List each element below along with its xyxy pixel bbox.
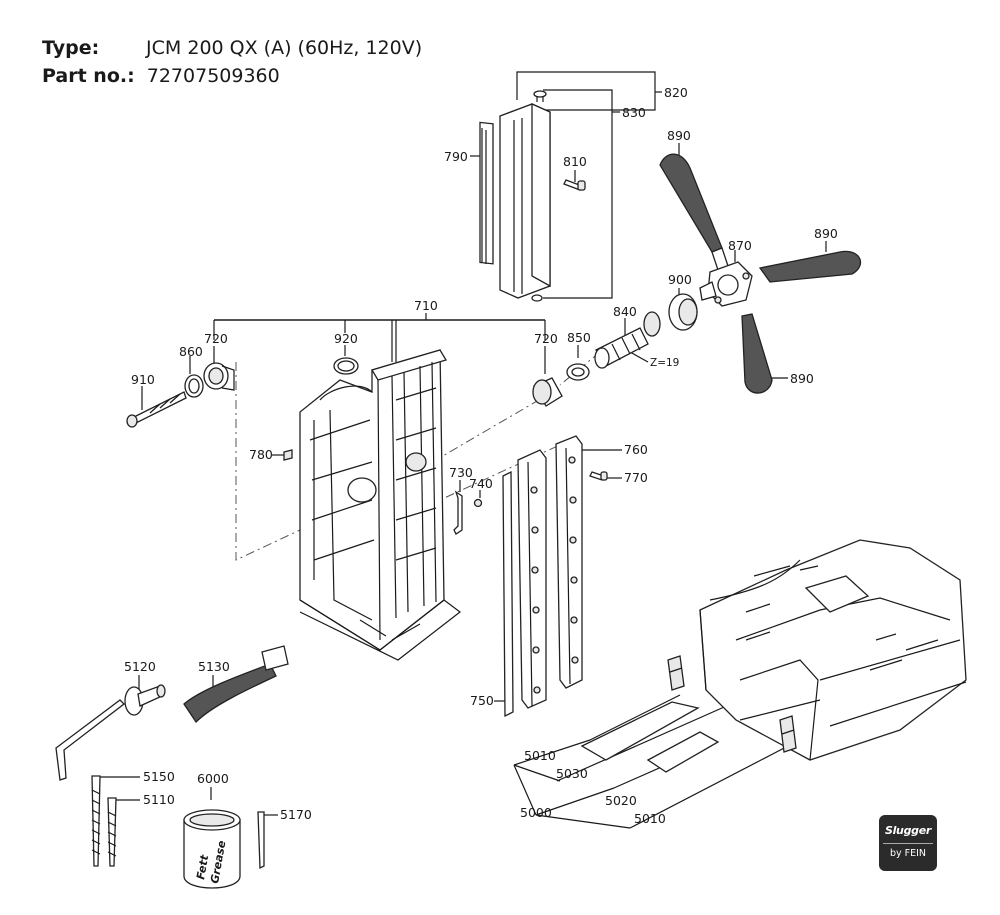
callout-890-top: 890: [667, 128, 691, 143]
type-label: Type:: [42, 37, 100, 59]
latch-5010-upper: [667, 655, 685, 691]
callout-830: 830: [622, 105, 646, 120]
brand-divider: [883, 843, 933, 844]
rail-750: [517, 449, 547, 709]
callout-760: 760: [624, 442, 648, 457]
callout-5110: 5110: [143, 792, 175, 807]
foam-pad-5020: [646, 731, 720, 773]
slugger-fein-logo: Slugger by FEIN: [879, 815, 937, 871]
leader-lines: [97, 71, 827, 829]
screw-780: [283, 449, 293, 461]
screw-740: [473, 498, 483, 508]
brand-by: by FEIN: [889, 848, 927, 859]
rack-part: [479, 121, 494, 265]
callout-890-right: 890: [814, 226, 838, 241]
callout-720-right: 720: [534, 331, 558, 346]
callout-710: 710: [414, 298, 438, 313]
strap-5130: [183, 645, 289, 724]
ejector-pin-5120: [55, 684, 166, 781]
callout-770: 770: [624, 470, 648, 485]
shaft-assembly: [532, 311, 661, 407]
callout-850: 850: [567, 330, 591, 345]
callout-5130: 5130: [198, 659, 230, 674]
type-row: Type: JCM 200 QX (A) (60Hz, 120V): [42, 36, 422, 60]
drill-bit-5150: [91, 775, 101, 867]
callout-labels: 820 830 810 790 890 890 890 870 900 840 …: [124, 85, 838, 826]
capstan-handles: [659, 153, 862, 394]
callout-6000: 6000: [197, 771, 229, 786]
bolt-910: [126, 391, 187, 428]
bushing-720-left: [203, 362, 235, 391]
grease-can-6000: [183, 809, 241, 889]
latch-5010-lower: [779, 715, 797, 753]
callout-910: 910: [131, 372, 155, 387]
type-value: JCM 200 QX (A) (60Hz, 120V): [146, 37, 423, 59]
callout-840: 840: [613, 304, 637, 319]
callout-790: 790: [444, 149, 468, 164]
callout-730: 730: [449, 465, 473, 480]
callout-860: 860: [179, 344, 203, 359]
callout-5000: 5000: [520, 805, 552, 820]
callout-750: 750: [470, 693, 494, 708]
drill-bit-5110: [107, 797, 117, 867]
screw-810: [563, 179, 586, 191]
callout-5150: 5150: [143, 769, 175, 784]
callout-5020: 5020: [605, 793, 637, 808]
guide-strip-750: [502, 470, 514, 718]
pin-5170: [257, 811, 265, 870]
part-number-value: 72707509360: [146, 65, 280, 87]
callout-810: 810: [563, 154, 587, 169]
callout-5010-right: 5010: [634, 811, 666, 826]
callout-920: 920: [334, 331, 358, 346]
screw-770: [589, 471, 608, 481]
carrying-case: [699, 539, 967, 761]
foam-pad-5030: [580, 701, 700, 761]
callout-5010-left: 5010: [524, 748, 556, 763]
callout-5120: 5120: [124, 659, 156, 674]
callout-5170: 5170: [280, 807, 312, 822]
brand-name: Slugger: [884, 824, 932, 837]
callout-z19: Z=19: [650, 357, 679, 369]
callout-780: 780: [249, 447, 273, 462]
washer-860: [184, 374, 204, 398]
callout-890-bottom: 890: [790, 371, 814, 386]
callout-870: 870: [728, 238, 752, 253]
spring-730: [453, 490, 463, 535]
o-ring-920-inner: [337, 360, 355, 372]
callout-720-left: 720: [204, 331, 228, 346]
callout-740: 740: [469, 476, 493, 491]
callout-5030: 5030: [556, 766, 588, 781]
slide-part: [499, 90, 551, 302]
stand-frame: [299, 349, 461, 661]
callout-820: 820: [664, 85, 688, 100]
can-text-fett: Fett: [194, 853, 211, 880]
part-number-row: Part no.: 72707509360: [42, 64, 280, 88]
part-number-label: Part no.:: [42, 65, 135, 87]
callout-900: 900: [668, 272, 692, 287]
rail-760: [555, 435, 583, 689]
